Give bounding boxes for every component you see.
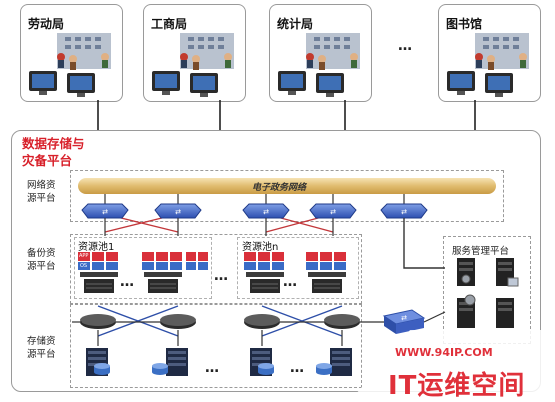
storage-layer-label: 存储资 源平台 — [27, 335, 56, 361]
pool-ellipsis-1: … — [120, 274, 136, 290]
network-layer-label: 网络资 源平台 — [27, 179, 56, 205]
pool-ellipsis-2: … — [214, 268, 230, 284]
department-name: 统计局 — [277, 17, 314, 31]
backup-layer-label: 备份资 源平台 — [27, 247, 56, 273]
backup-region — [70, 234, 362, 304]
storage-ellipsis-2: … — [290, 360, 306, 376]
egov-network-label: 电子政务网络 — [252, 183, 307, 193]
department-ellipsis: … — [398, 38, 414, 54]
network-region — [70, 170, 504, 222]
department-name: 工商局 — [151, 17, 188, 31]
backup-layer-label-line1: 备份资 — [27, 248, 56, 259]
department-name: 图书馆 — [446, 17, 483, 31]
resource-pool-n-label: 资源池n — [242, 242, 279, 253]
network-layer-label-line1: 网络资 — [27, 180, 56, 191]
department-box-labor: 劳动局 — [20, 4, 123, 102]
storage-ellipsis-1: … — [205, 360, 221, 376]
network-layer-label-line2: 源平台 — [27, 193, 56, 204]
storage-layer-label-line2: 源平台 — [27, 349, 56, 360]
department-box-library: 图书馆 — [438, 4, 541, 102]
building-workers-icon — [447, 33, 529, 97]
platform-title-line2: 灾备平台 — [22, 153, 73, 168]
building-workers-icon — [278, 33, 360, 97]
service-management-label: 服务管理平台 — [452, 246, 510, 257]
backup-layer-label-line2: 源平台 — [27, 261, 56, 272]
os-tag: OS — [80, 263, 88, 269]
department-box-commerce: 工商局 — [143, 4, 246, 102]
watermark-brand: IT运维空间 — [388, 371, 526, 401]
department-name: 劳动局 — [28, 17, 65, 31]
pool-ellipsis-3: … — [283, 274, 299, 290]
building-workers-icon — [152, 33, 234, 97]
building-workers-icon — [29, 33, 111, 97]
department-box-statistics: 统计局 — [269, 4, 372, 102]
platform-title-line1: 数据存储与 — [22, 136, 85, 151]
app-tag: APP — [79, 253, 89, 259]
resource-pool-1-label: 资源池1 — [78, 242, 115, 253]
watermark-url: WWW.94IP.COM — [395, 346, 493, 359]
storage-layer-label-line1: 存储资 — [27, 336, 56, 347]
resource-pool-1 — [74, 237, 212, 299]
resource-pool-n — [237, 237, 359, 299]
